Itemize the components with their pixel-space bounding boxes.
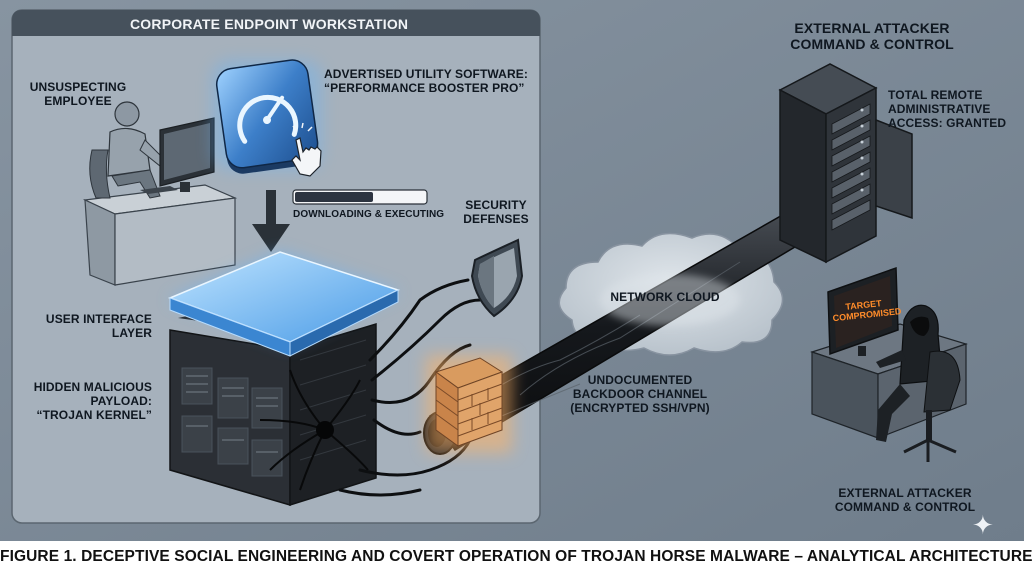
employee-desk-illustration — [82, 101, 238, 286]
trojan-kernel-cube — [169, 300, 377, 507]
sparkle-icon: ✦ — [972, 510, 994, 540]
workstation-title: CORPORATE ENDPOINT WORKSTATION — [130, 16, 409, 32]
down-arrow-icon — [252, 190, 290, 252]
software-label: ADVERTISED UTILITY SOFTWARE: “PERFORMANC… — [324, 67, 528, 95]
speedometer-app-icon — [212, 59, 322, 174]
user-interface-layer — [167, 251, 401, 357]
security-defenses-label: SECURITY DEFENSES — [463, 198, 529, 226]
attacker-top-label: EXTERNAL ATTACKER COMMAND & CONTROL — [790, 20, 954, 52]
remote-access-label: TOTAL REMOTE ADMINISTRATIVE ACCESS: GRAN… — [888, 88, 1007, 130]
firewall-brick-icon — [426, 355, 512, 453]
payload-label: HIDDEN MALICIOUS PAYLOAD: “TROJAN KERNEL… — [33, 380, 152, 422]
employee-label: UNSUSPECTING EMPLOYEE — [29, 80, 127, 108]
shield-icon — [470, 238, 524, 318]
server-rack-icon — [778, 63, 913, 264]
ui-layer-label: USER INTERFACE LAYER — [45, 312, 152, 340]
download-progress-bar — [292, 189, 428, 205]
download-label: DOWNLOADING & EXECUTING — [293, 209, 445, 220]
download-progress-fill — [295, 192, 373, 202]
hand-pointer-icon — [291, 122, 322, 177]
figure-caption: FIGURE 1. DECEPTIVE SOCIAL ENGINEERING A… — [0, 541, 1032, 572]
backdoor-channel-label: UNDOCUMENTED BACKDOOR CHANNEL (ENCRYPTED… — [570, 373, 710, 415]
attacker-bottom-label: EXTERNAL ATTACKER COMMAND & CONTROL — [834, 486, 976, 514]
attacker-desk-illustration — [810, 266, 968, 462]
network-cloud-label: NETWORK CLOUD — [610, 290, 720, 304]
